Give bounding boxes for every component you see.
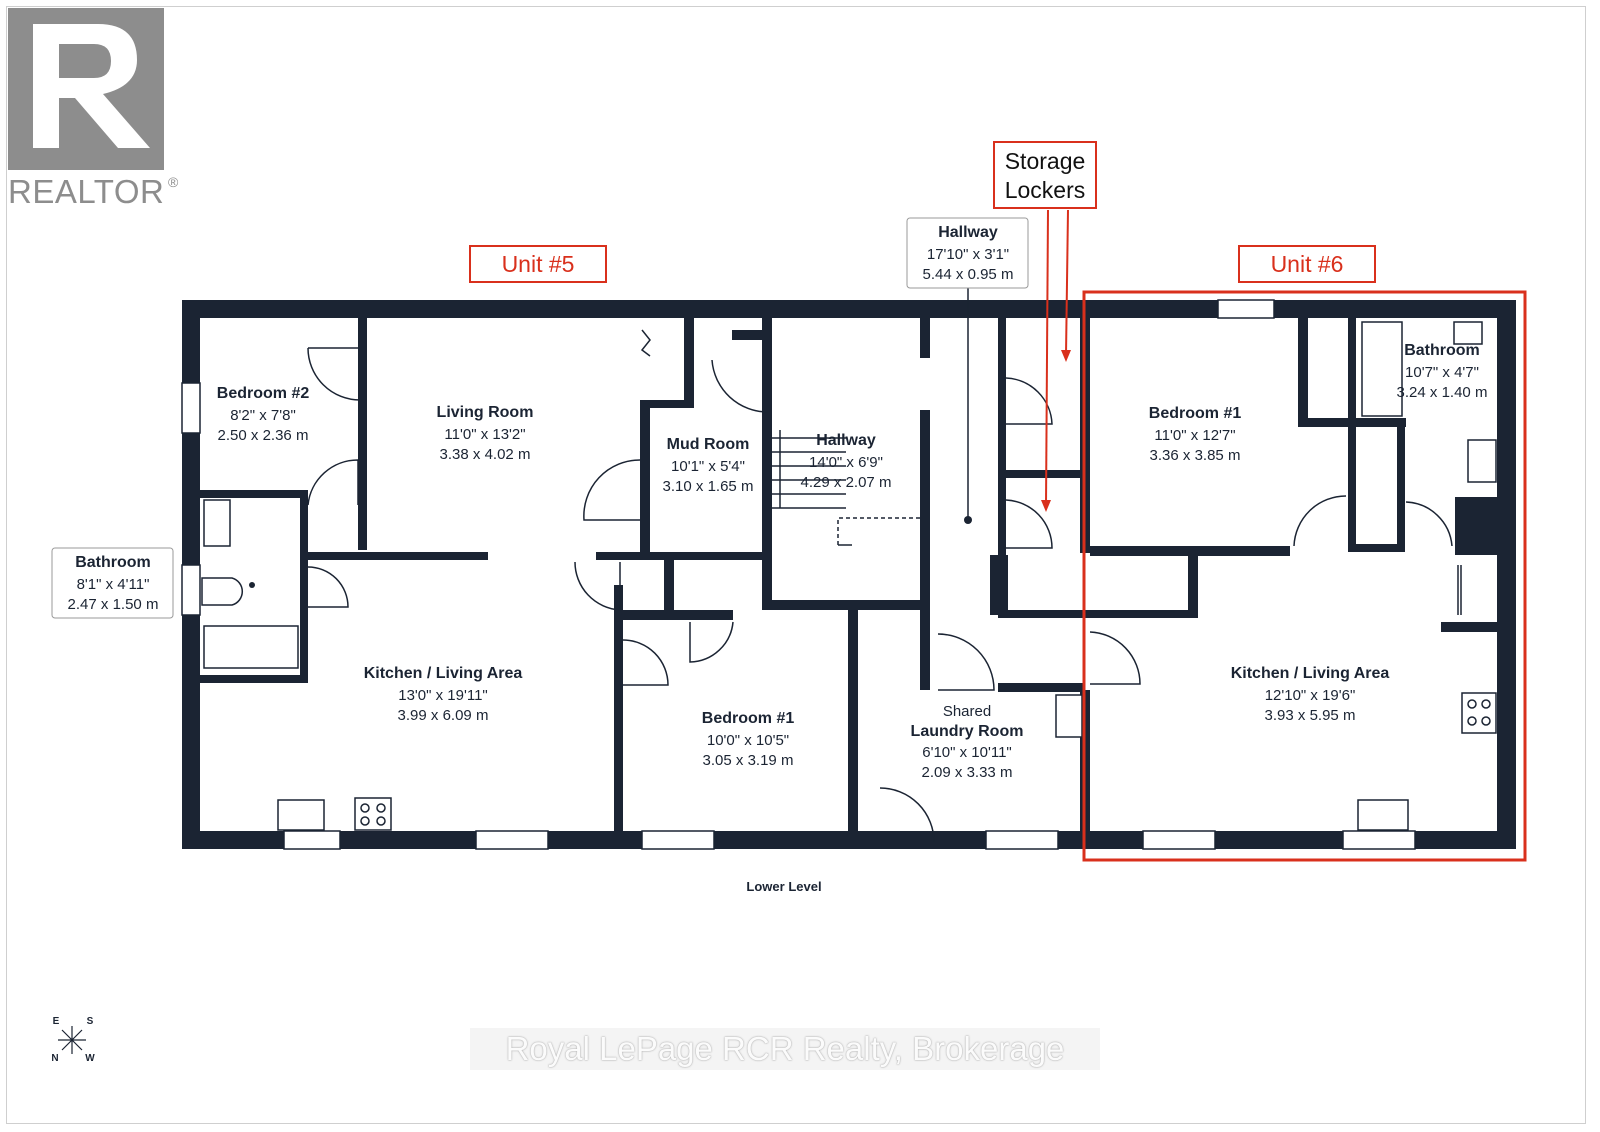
room-name: Bathroom [1404, 342, 1480, 359]
room-name: Bedroom #2 [217, 385, 310, 402]
room-name-line-2: Laundry Room [911, 723, 1024, 740]
room-label-kitchen-unit6: Kitchen / Living Area 12'10" x 19'6" 3.9… [1231, 665, 1390, 724]
room-imperial: 10'1" x 5'4" [671, 458, 745, 475]
room-metric: 5.44 x 0.95 m [923, 266, 1014, 283]
room-label-bedroom-1-unit5: Bedroom #1 10'0" x 10'5" 3.05 x 3.19 m [702, 710, 795, 769]
room-imperial: 8'1" x 4'11" [77, 576, 150, 593]
storage-label-line-2: Lockers [1005, 177, 1086, 203]
watermark: Royal LePage RCR Realty, Brokerage [470, 1028, 1100, 1070]
unit-5-callout: Unit #5 [469, 245, 607, 283]
room-name-line-1: Shared [943, 703, 991, 720]
room-imperial: 13'0" x 19'11" [398, 687, 488, 704]
room-label-bathroom-unit6: Bathroom 10'7" x 4'7" 3.24 x 1.40 m [1397, 342, 1488, 401]
room-imperial: 6'10" x 10'11" [922, 744, 1012, 761]
room-name: Living Room [437, 404, 534, 421]
room-metric: 2.47 x 1.50 m [68, 596, 159, 613]
room-name: Bathroom [75, 554, 151, 571]
room-metric: 3.38 x 4.02 m [440, 446, 531, 463]
room-metric: 3.93 x 5.95 m [1265, 707, 1356, 724]
unit-6-label: Unit #6 [1271, 251, 1344, 277]
room-imperial: 8'2" x 7'8" [230, 407, 296, 424]
room-imperial: 10'0" x 10'5" [707, 732, 789, 749]
compass-n: N [51, 1053, 58, 1064]
room-metric: 3.24 x 1.40 m [1397, 384, 1488, 401]
room-imperial: 10'7" x 4'7" [1405, 364, 1479, 381]
room-name: Hallway [938, 224, 998, 241]
room-label-bathroom-unit5: Bathroom 8'1" x 4'11" 2.47 x 1.50 m [51, 547, 174, 619]
room-metric: 3.10 x 1.65 m [663, 478, 754, 495]
room-label-mud-room: Mud Room 10'1" x 5'4" 3.10 x 1.65 m [663, 436, 754, 495]
room-metric: 4.29 x 2.07 m [801, 474, 892, 491]
logo-wordmark: REALTOR [8, 173, 164, 210]
room-imperial: 11'0" x 12'7" [1154, 427, 1235, 444]
room-label-hallway-shared: Hallway 17'10" x 3'1" 5.44 x 0.95 m [906, 217, 1029, 289]
room-name: Hallway [816, 432, 876, 449]
storage-label-line-1: Storage [1005, 148, 1086, 174]
room-name: Mud Room [667, 436, 750, 453]
unit-6-highlight [1082, 290, 1527, 862]
registered-mark: ® [168, 174, 179, 190]
room-label-bedroom-2-unit5: Bedroom #2 8'2" x 7'8" 2.50 x 2.36 m [217, 385, 310, 444]
room-imperial: 12'10" x 19'6" [1265, 687, 1356, 704]
realtor-logo: REALTOR ® [8, 8, 179, 210]
walls [181, 299, 1516, 850]
room-metric: 3.05 x 3.19 m [703, 752, 794, 769]
room-label-shared-laundry: Shared Laundry Room 6'10" x 10'11" 2.09 … [911, 703, 1024, 781]
room-name: Bedroom #1 [1149, 405, 1242, 422]
room-metric: 3.99 x 6.09 m [398, 707, 489, 724]
storage-lockers-callout: Storage Lockers [993, 141, 1097, 512]
room-label-living-room: Living Room 11'0" x 13'2" 3.38 x 4.02 m [437, 404, 534, 463]
room-metric: 3.36 x 3.85 m [1150, 447, 1241, 464]
compass-icon: E S N W [51, 1016, 95, 1064]
unit-5-label: Unit #5 [502, 251, 575, 277]
fixtures [201, 288, 1497, 831]
room-name: Kitchen / Living Area [364, 665, 523, 682]
room-label-kitchen-unit5: Kitchen / Living Area 13'0" x 19'11" 3.9… [364, 665, 523, 724]
room-label-hallway-unit5: Hallway 14'0" x 6'9" 4.29 x 2.07 m [801, 432, 892, 491]
image-frame [6, 6, 1586, 1124]
room-label-bedroom-1-unit6: Bedroom #1 11'0" x 12'7" 3.36 x 3.85 m [1149, 405, 1242, 464]
level-label: Lower Level [746, 879, 821, 894]
room-metric: 2.50 x 2.36 m [218, 427, 309, 444]
compass-e: E [53, 1016, 60, 1027]
room-imperial: 11'0" x 13'2" [444, 426, 525, 443]
compass-s: S [87, 1016, 94, 1027]
room-imperial: 17'10" x 3'1" [927, 246, 1009, 263]
room-name: Bedroom #1 [702, 710, 795, 727]
compass-w: W [85, 1053, 95, 1064]
room-name: Kitchen / Living Area [1231, 665, 1390, 682]
room-imperial: 14'0" x 6'9" [809, 454, 883, 471]
unit-6-callout: Unit #6 [1238, 245, 1376, 283]
doors [307, 329, 1453, 843]
room-metric: 2.09 x 3.33 m [922, 764, 1013, 781]
